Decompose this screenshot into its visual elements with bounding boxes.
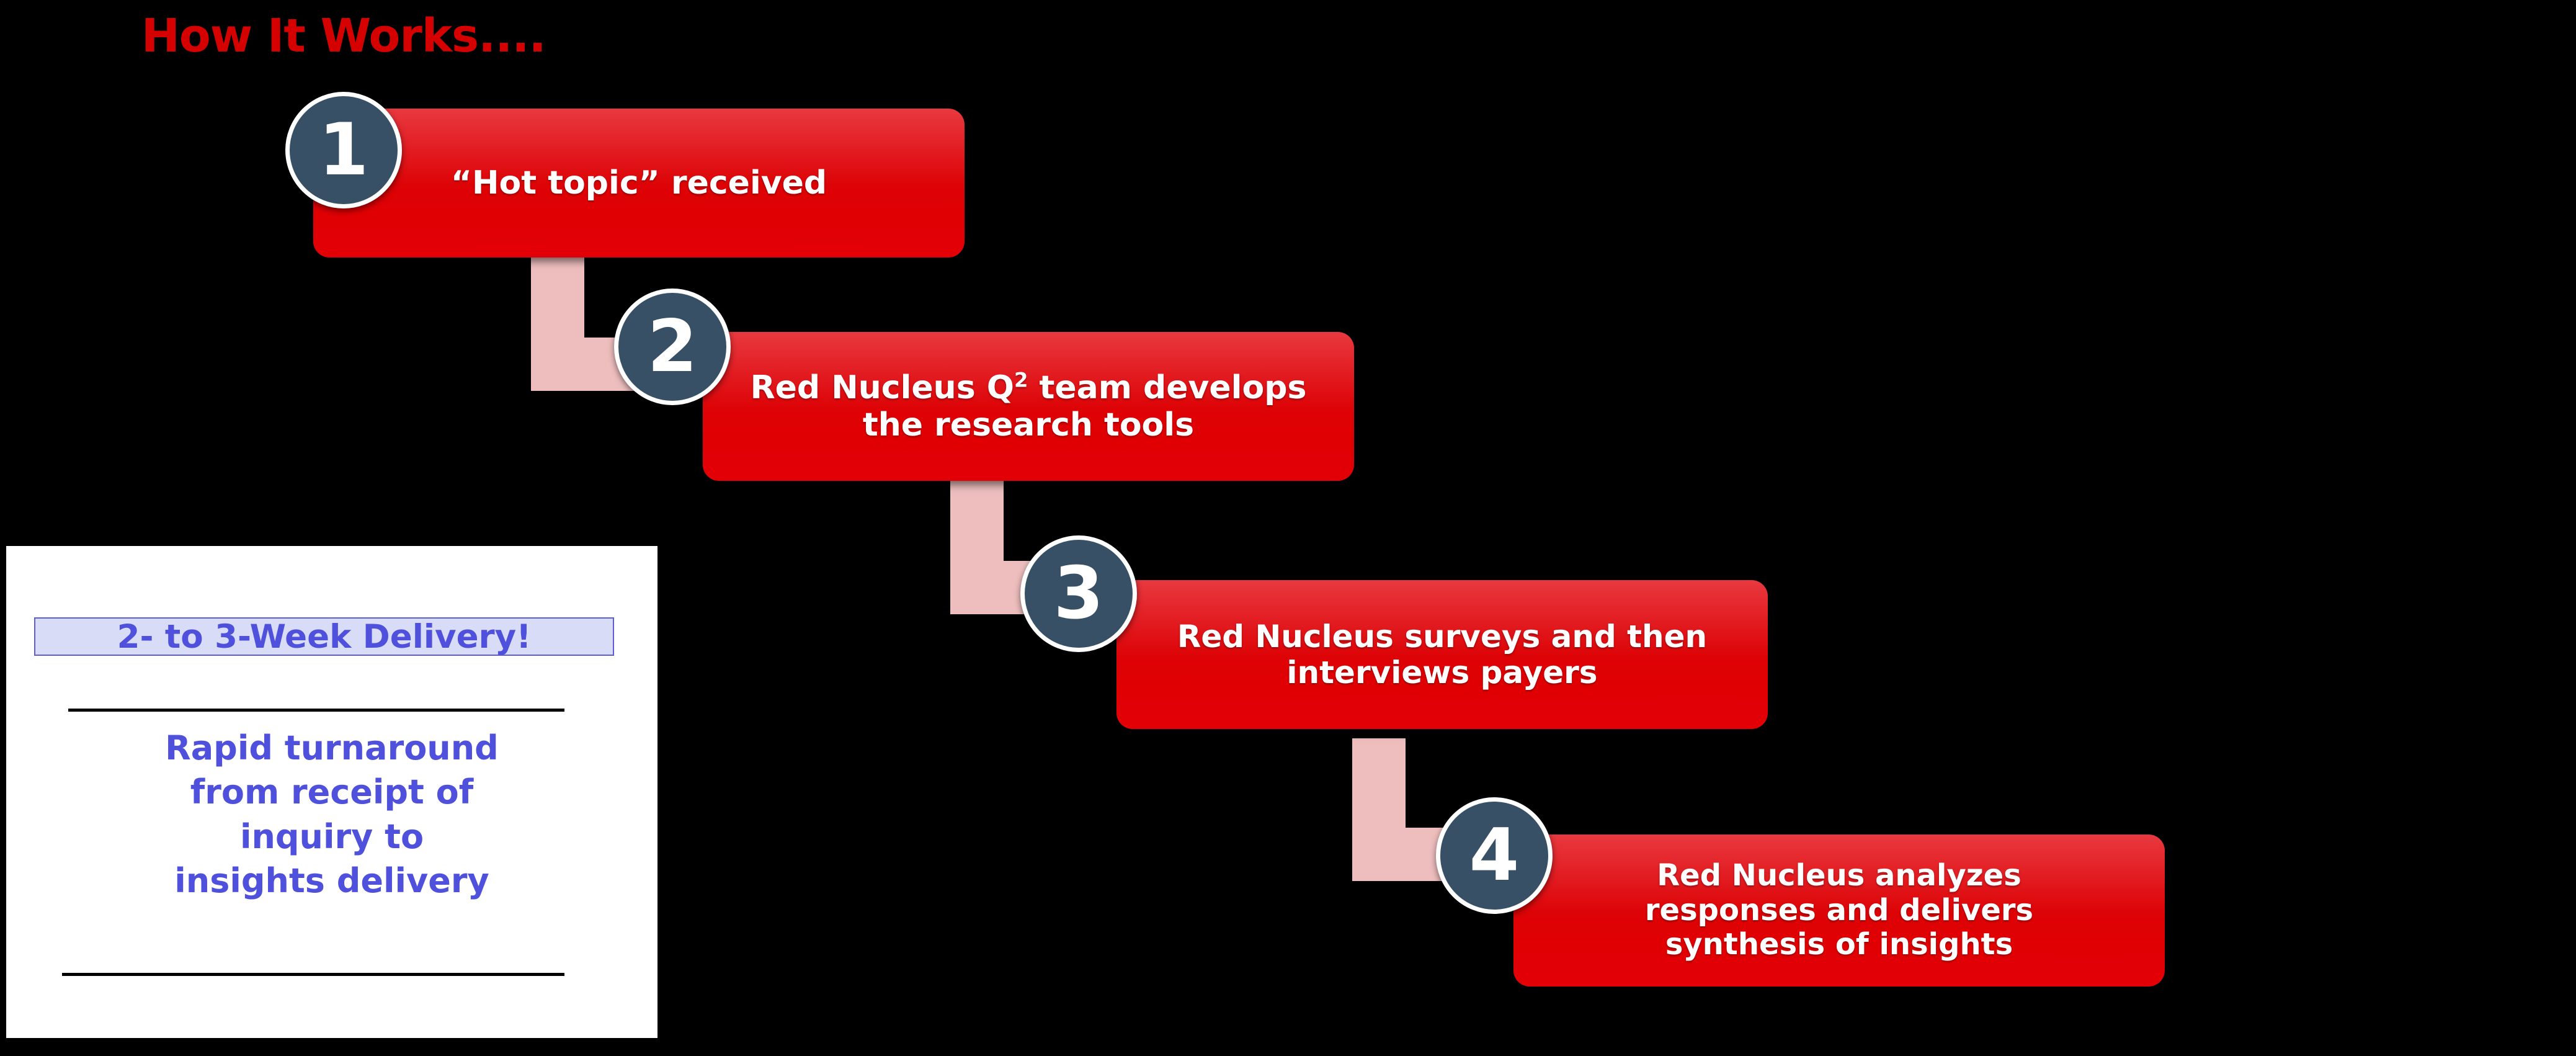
step-circle-3[interactable]: 3 [1020, 535, 1137, 652]
step-box-1[interactable]: “Hot topic” received [313, 109, 965, 257]
step-2-line-1-prefix: Red Nucleus Q [750, 369, 1014, 406]
step-2-text: Red Nucleus Q2 team develops the researc… [729, 369, 1328, 444]
delivery-body-line-2: from receipt of [190, 772, 474, 812]
step-4-text: Red Nucleus analyzes responses and deliv… [1624, 857, 2054, 962]
step-box-2[interactable]: Red Nucleus Q2 team develops the researc… [703, 332, 1354, 481]
delivery-body-text: Rapid turnaround from receipt of inquiry… [31, 726, 633, 903]
step-3-text: Red Nucleus surveys and then interviews … [1156, 619, 1728, 691]
step-3-line-1: Red Nucleus surveys and then [1177, 619, 1708, 655]
step-circle-4[interactable]: 4 [1436, 797, 1553, 914]
step-number-3: 3 [1053, 552, 1104, 635]
step-4-line-2: responses and delivers [1644, 892, 2034, 928]
step-box-3[interactable]: Red Nucleus surveys and then interviews … [1116, 580, 1768, 729]
divider-bottom [62, 973, 564, 976]
divider-top [68, 709, 564, 712]
step-number-4: 4 [1469, 813, 1520, 897]
step-number-1: 1 [318, 108, 369, 192]
step-1-text: “Hot topic” received [430, 164, 848, 202]
delivery-badge: 2- to 3-Week Delivery! [34, 617, 614, 656]
step-3-line-2: interviews payers [1286, 655, 1598, 691]
step-1-line-1: “Hot topic” received [450, 164, 827, 202]
delivery-body-line-1: Rapid turnaround [165, 728, 499, 767]
delivery-body-line-4: insights delivery [174, 861, 489, 900]
step-circle-2[interactable]: 2 [614, 289, 731, 405]
step-4-line-3: synthesis of insights [1665, 927, 2013, 962]
step-2-line-1-suffix: team develops [1028, 369, 1307, 406]
delivery-body-line-3: inquiry to [239, 817, 424, 856]
step-box-4[interactable]: Red Nucleus analyzes responses and deliv… [1513, 835, 2165, 987]
step-2-line-2: the research tools [862, 406, 1195, 444]
step-2-superscript: 2 [1014, 368, 1028, 392]
step-2-line-1: Red Nucleus Q2 team develops [751, 369, 1307, 406]
step-number-2: 2 [647, 305, 698, 388]
delivery-badge-label: 2- to 3-Week Delivery! [117, 617, 532, 656]
page-title: How It Works.... [141, 9, 546, 63]
delivery-callout-panel: 2- to 3-Week Delivery! Rapid turnaround … [6, 546, 657, 1038]
step-circle-1[interactable]: 1 [285, 92, 402, 208]
step-4-line-1: Red Nucleus analyzes [1657, 857, 2021, 893]
